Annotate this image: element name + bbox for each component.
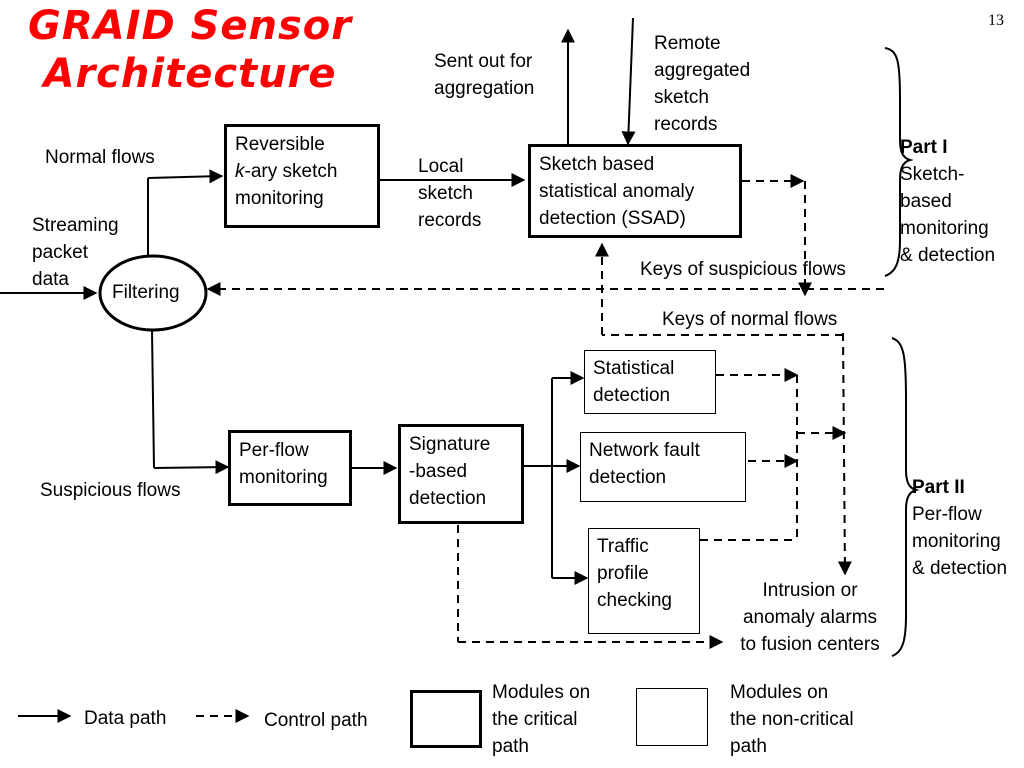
- legend-critical-box: [410, 690, 482, 748]
- filtering-label: Filtering: [112, 282, 180, 303]
- suspicious-flows-label: Suspicious flows: [40, 480, 181, 501]
- data-paths: [0, 17, 636, 723]
- legend-data-path: Data path: [84, 708, 167, 729]
- normal-flows-label: Normal flows: [45, 147, 155, 168]
- part2-brace: [891, 337, 920, 657]
- page-number: 13: [988, 12, 1004, 29]
- part1-brace: [884, 47, 914, 277]
- legend-control-path: Control path: [264, 710, 368, 731]
- reversible-sketch-module: Reversible k-ary sketch monitoring: [224, 124, 380, 228]
- keys-normal-label: Keys of normal flows: [662, 309, 838, 330]
- legend-noncritical-box: [636, 688, 708, 746]
- keys-suspicious-label: Keys of suspicious flows: [640, 259, 846, 280]
- filtering-node: [98, 254, 208, 332]
- control-paths: [196, 174, 884, 723]
- part1-group: Part I Sketch-based monitoring& detectio…: [900, 137, 996, 266]
